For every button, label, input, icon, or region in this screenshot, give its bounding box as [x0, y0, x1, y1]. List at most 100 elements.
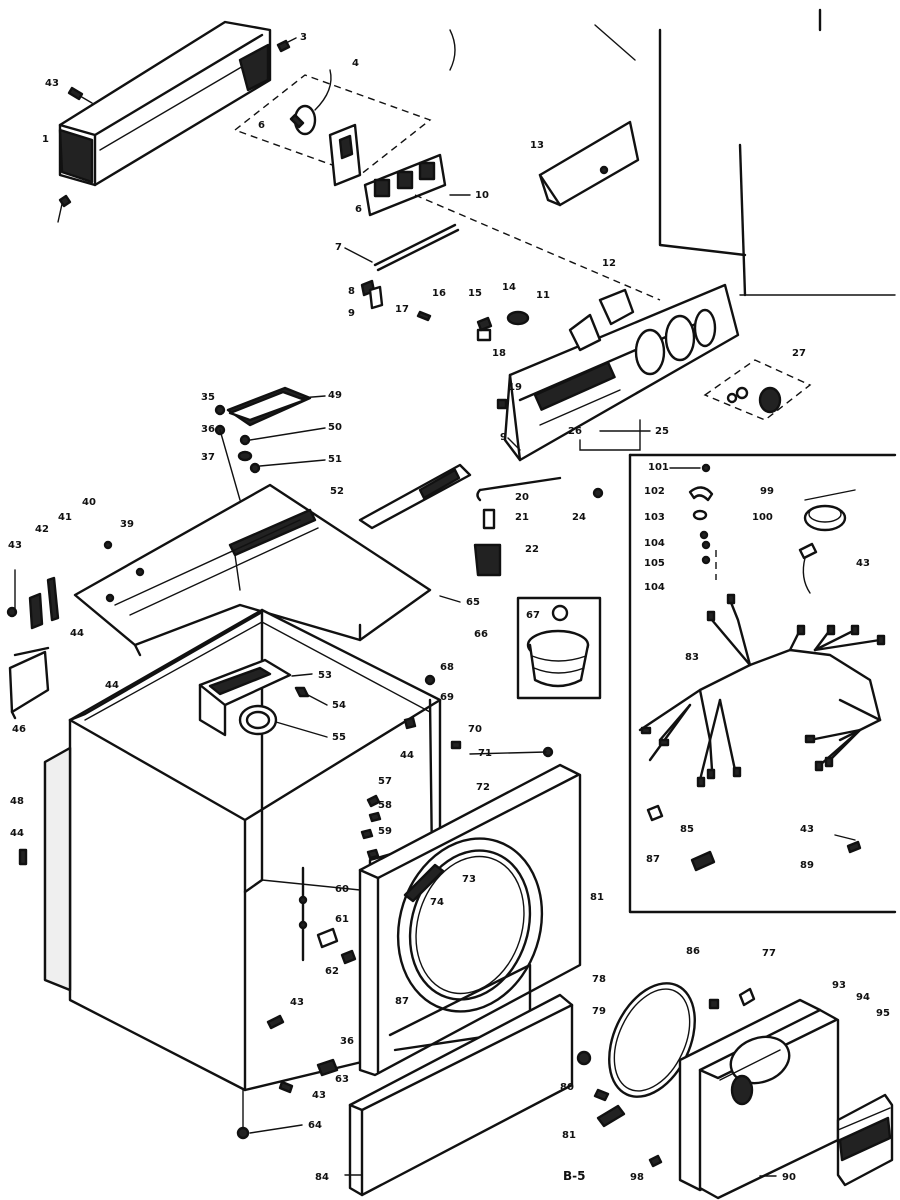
- label-35: 35: [201, 392, 215, 403]
- label-20: 20: [515, 492, 529, 503]
- label-3: 3: [300, 32, 307, 43]
- front-panel-72: [358, 763, 582, 1077]
- label-94: 94: [856, 992, 870, 1003]
- tool-52: [358, 463, 472, 530]
- label-49: 49: [328, 390, 342, 401]
- label-43e: 43: [856, 558, 870, 569]
- part-22: [473, 543, 502, 577]
- label-101: 101: [648, 462, 669, 473]
- label-9b: 9: [500, 432, 507, 443]
- label-54: 54: [332, 700, 346, 711]
- label-70: 70: [468, 724, 482, 735]
- label-85: 85: [680, 824, 694, 835]
- label-10: 10: [475, 190, 489, 201]
- label-60: 60: [335, 884, 349, 895]
- door-assembly: [678, 998, 840, 1200]
- label-46: 46: [12, 724, 26, 735]
- cover-95: [836, 1093, 894, 1187]
- label-9: 9: [348, 308, 355, 319]
- label-48: 48: [10, 796, 24, 807]
- hinge-side-parts: [6, 540, 113, 630]
- screw-43-lower-left: [57, 194, 72, 223]
- label-11: 11: [536, 290, 550, 301]
- label-53: 53: [318, 670, 332, 681]
- screw-3: [276, 37, 297, 53]
- label-99: 99: [760, 486, 774, 497]
- label-86: 86: [686, 946, 700, 957]
- label-41: 41: [58, 512, 72, 523]
- label-36b: 36: [340, 1036, 354, 1047]
- knob-assembly-27: [703, 359, 812, 421]
- wiring-harness-panel: [628, 453, 897, 914]
- hinge-pins-35-37: [214, 404, 261, 501]
- screw-19: [496, 398, 508, 410]
- control-panel: [503, 283, 740, 462]
- label-37: 37: [201, 452, 215, 463]
- label-52: 52: [330, 486, 344, 497]
- label-69: 69: [440, 692, 454, 703]
- label-62: 62: [325, 966, 339, 977]
- part-20: [476, 476, 562, 502]
- part-79: [576, 1050, 592, 1066]
- page-code: B-5: [563, 1169, 585, 1183]
- label-15: 15: [468, 288, 482, 299]
- label-42: 42: [35, 524, 49, 535]
- callout-labels: 43 1 3 4 6 6 10 13 7 8 9 12 11 14 15 16 …: [8, 32, 890, 1183]
- label-21: 21: [515, 512, 529, 523]
- clip-8-9: [360, 279, 384, 310]
- label-100: 100: [752, 512, 773, 523]
- label-16: 16: [432, 288, 446, 299]
- label-44b: 44: [105, 680, 119, 691]
- label-105: 105: [644, 558, 665, 569]
- rod-7: [344, 223, 460, 272]
- lid-49: [226, 386, 312, 427]
- label-57: 57: [378, 776, 392, 787]
- part-16-18: [476, 316, 493, 342]
- label-84: 84: [315, 1172, 329, 1183]
- label-104b: 104: [644, 582, 665, 593]
- lid-switch-53: [198, 658, 292, 737]
- label-72: 72: [476, 782, 490, 793]
- label-44d: 44: [10, 828, 24, 839]
- label-68: 68: [440, 662, 454, 673]
- label-63: 63: [335, 1074, 349, 1085]
- part-24: [592, 487, 604, 499]
- label-78: 78: [592, 974, 606, 985]
- knob-14: [506, 310, 530, 326]
- label-104: 104: [644, 538, 665, 549]
- label-43c: 43: [290, 997, 304, 1008]
- ring-55: [238, 704, 278, 736]
- label-4: 4: [352, 58, 359, 69]
- kick-panel-84: [348, 993, 574, 1197]
- leader-lines: [249, 395, 777, 1177]
- label-40: 40: [82, 497, 96, 508]
- timer-subassembly: [233, 69, 661, 301]
- screw-17: [416, 310, 432, 322]
- top-cover-65: [73, 483, 432, 657]
- label-103: 103: [644, 512, 665, 523]
- label-73: 73: [462, 874, 476, 885]
- label-102: 102: [644, 486, 665, 497]
- cabinet-edge-lines: [449, 8, 896, 297]
- label-6b: 6: [355, 204, 362, 215]
- label-59: 59: [378, 826, 392, 837]
- label-51: 51: [328, 454, 342, 465]
- label-36: 36: [201, 424, 215, 435]
- label-25: 25: [655, 426, 669, 437]
- label-50: 50: [328, 422, 342, 433]
- label-83: 83: [685, 652, 699, 663]
- label-80: 80: [560, 1082, 574, 1093]
- label-67: 67: [526, 610, 540, 621]
- cabinet-screws: [18, 848, 294, 1140]
- bracket-13: [538, 120, 640, 207]
- label-87: 87: [395, 996, 409, 1007]
- label-26: 26: [568, 426, 582, 437]
- label-43: 43: [45, 78, 59, 89]
- label-98: 98: [630, 1172, 644, 1183]
- label-7: 7: [335, 242, 342, 253]
- label-64: 64: [308, 1120, 322, 1131]
- label-13: 13: [530, 140, 544, 151]
- screws-56-59: [360, 794, 382, 860]
- label-8: 8: [348, 286, 355, 297]
